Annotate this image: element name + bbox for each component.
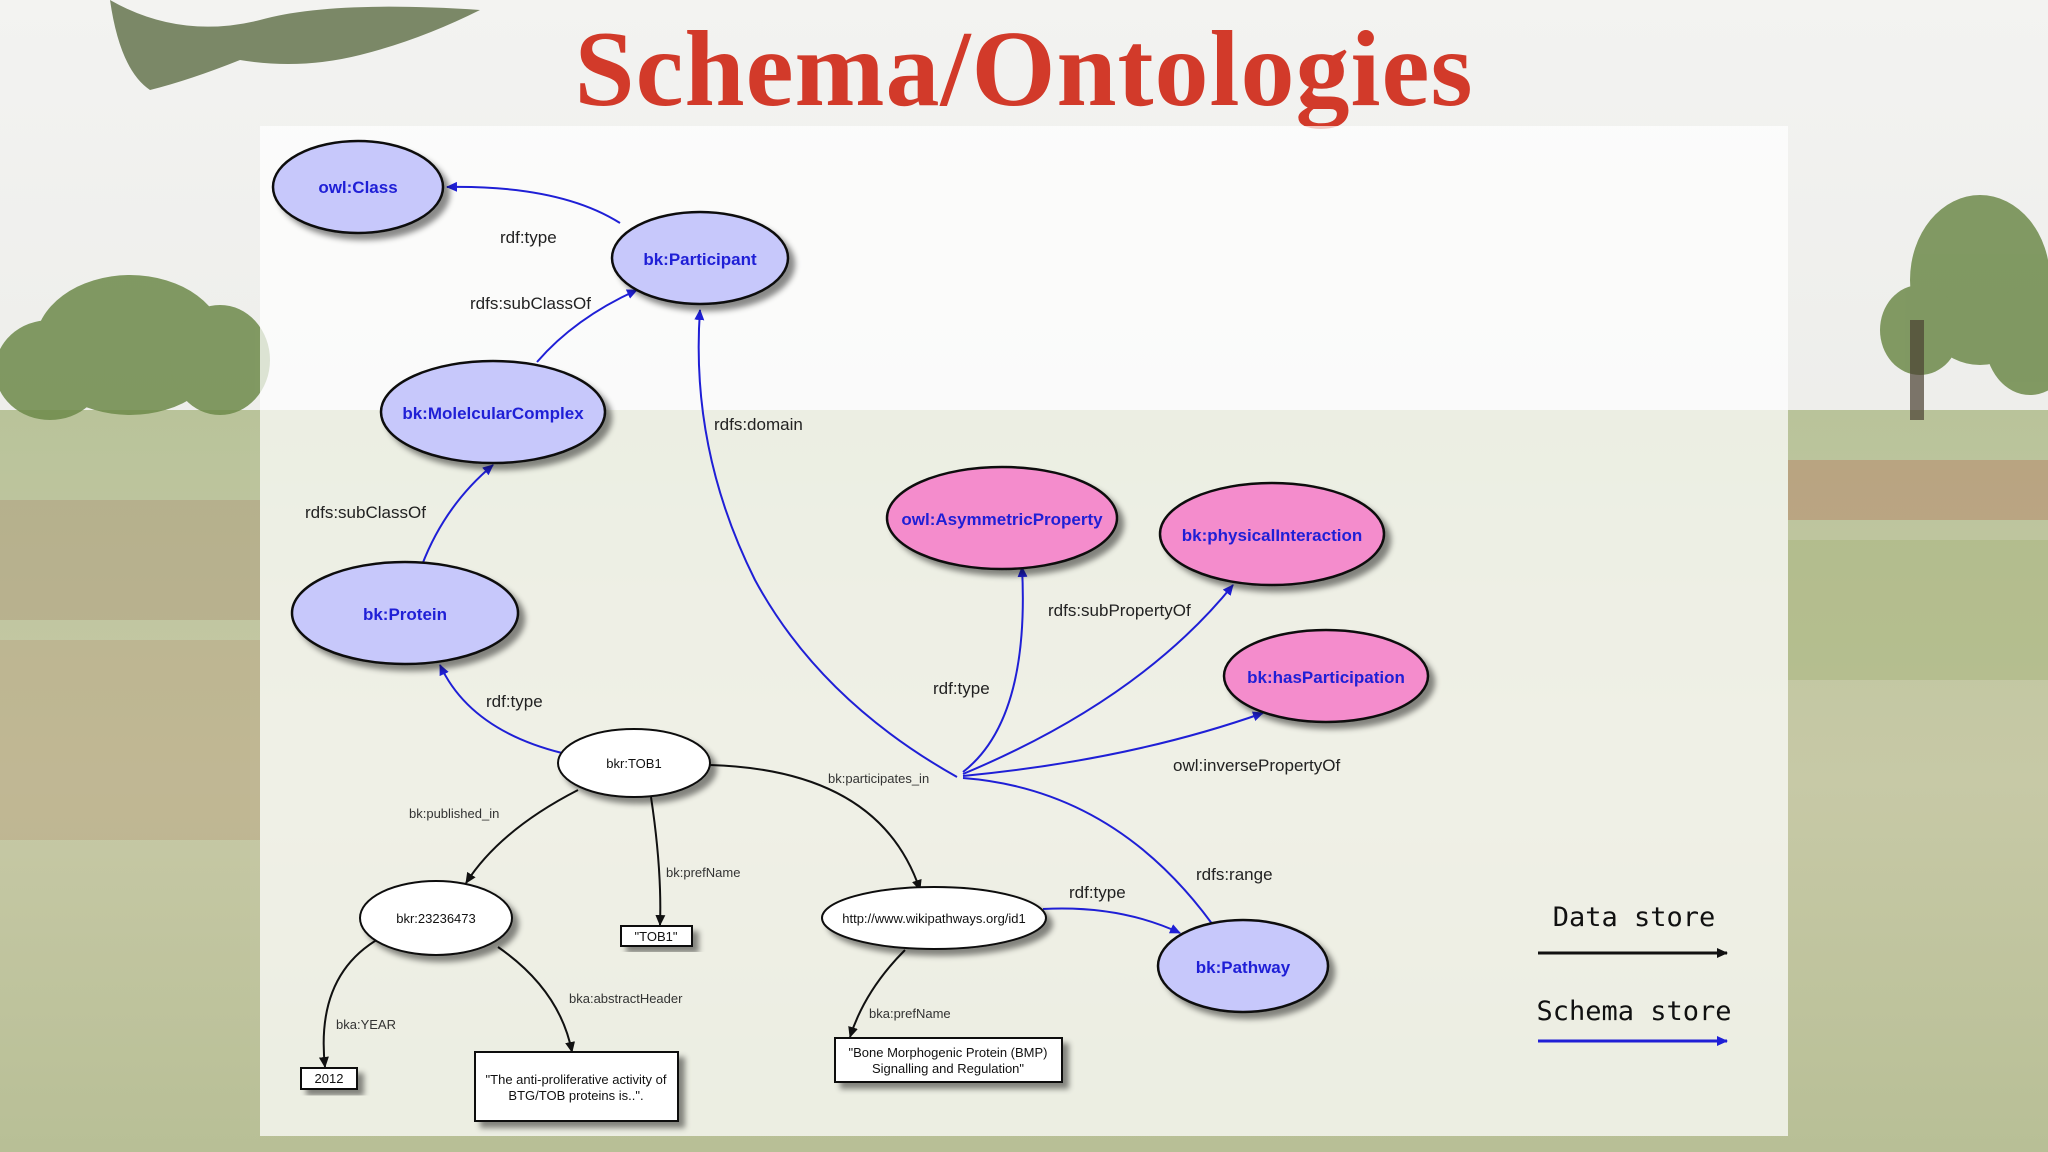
- svg-text:bk:Participant: bk:Participant: [643, 250, 757, 269]
- legend: Data store Schema store: [1536, 902, 1732, 1046]
- edge-range: [962, 777, 1221, 936]
- label-published-in: bk:published_in: [409, 806, 499, 821]
- svg-text:Signalling and Regulation": Signalling and Regulation": [872, 1061, 1024, 1076]
- edge-wiki-to-pathway: [1042, 907, 1181, 934]
- svg-text:"The anti-proliferative activi: "The anti-proliferative activity of: [486, 1072, 667, 1087]
- label-abstract-header: bka:abstractHeader: [569, 991, 683, 1006]
- label-rdf-type-property: rdf:type: [933, 679, 990, 698]
- svg-text:"Bone Morphogenic Protein (BMP: "Bone Morphogenic Protein (BMP): [849, 1045, 1048, 1060]
- svg-text:http://www.wikipathways.org/id: http://www.wikipathways.org/id1: [842, 911, 1026, 926]
- label-subproperty: rdfs:subPropertyOf: [1048, 601, 1191, 620]
- edge-tob1-to-protein: [439, 664, 563, 754]
- slide-title: Schema/Ontologies: [574, 10, 1474, 129]
- node-wikipathways: http://www.wikipathways.org/id1: [821, 886, 1047, 950]
- svg-text:owl:Class: owl:Class: [318, 178, 397, 197]
- edge-subproperty: [962, 584, 1234, 775]
- node-owl-class: owl:Class: [271, 139, 445, 235]
- svg-text:bkr:23236473: bkr:23236473: [396, 911, 476, 926]
- node-pathway: bk:Pathway: [1156, 918, 1330, 1014]
- node-abstract: "The anti-proliferative activity of BTG/…: [474, 1051, 679, 1122]
- node-paper: bkr:23236473: [359, 880, 513, 956]
- svg-text:bk:hasParticipation: bk:hasParticipation: [1247, 668, 1405, 687]
- svg-text:2012: 2012: [315, 1071, 344, 1086]
- node-asymmetric-property: owl:AsymmetricProperty: [885, 465, 1119, 571]
- edge-participates-in: [709, 764, 922, 891]
- schema-diagram: owl:Class bk:Participant bk:MolelcularCo…: [271, 139, 1732, 1122]
- edge-participant-to-owlclass: [446, 181, 621, 224]
- label-domain: rdfs:domain: [714, 415, 803, 434]
- diagram-panel: owl:Class bk:Participant bk:MolelcularCo…: [260, 126, 1788, 1136]
- node-has-participation: bk:hasParticipation: [1222, 628, 1430, 724]
- label-rdf-type-wiki: rdf:type: [1069, 883, 1126, 902]
- edge-published-in: [465, 789, 579, 884]
- label-year: bka:YEAR: [336, 1017, 396, 1032]
- edge-complex-to-participant: [536, 289, 638, 363]
- node-molecular-complex: bk:MolelcularComplex: [379, 359, 607, 465]
- edge-inverse: [962, 711, 1264, 777]
- svg-text:bk:physicalInteraction: bk:physicalInteraction: [1182, 526, 1362, 545]
- svg-text:bk:Protein: bk:Protein: [363, 605, 447, 624]
- svg-text:BTG/TOB proteins is..".: BTG/TOB proteins is..".: [508, 1088, 643, 1103]
- label-range: rdfs:range: [1196, 865, 1273, 884]
- edge-domain: [694, 309, 958, 778]
- svg-text:bk:Pathway: bk:Pathway: [1196, 958, 1291, 977]
- node-participant: bk:Participant: [610, 210, 790, 306]
- label-rdf-type-tob1: rdf:type: [486, 692, 543, 711]
- label-participates-in: bk:participates_in: [828, 771, 929, 786]
- node-pref-tob1: "TOB1": [620, 925, 693, 947]
- svg-text:"TOB1": "TOB1": [635, 929, 678, 944]
- legend-data-store: Data store: [1553, 902, 1716, 933]
- node-year: 2012: [300, 1067, 358, 1090]
- svg-text:bk:MolelcularComplex: bk:MolelcularComplex: [402, 404, 584, 423]
- node-tob1: bkr:TOB1: [557, 728, 711, 798]
- label-subclass-complex: rdfs:subClassOf: [470, 294, 591, 313]
- label-inverse: owl:inversePropertyOf: [1173, 756, 1341, 775]
- label-prefname: bk:prefName: [666, 865, 740, 880]
- edge-prefname: [650, 796, 666, 926]
- edge-protein-to-complex: [421, 464, 494, 566]
- svg-text:bkr:TOB1: bkr:TOB1: [606, 756, 661, 771]
- node-bmp: "Bone Morphogenic Protein (BMP) Signalli…: [834, 1037, 1063, 1083]
- label-rdf-type-participant: rdf:type: [500, 228, 557, 247]
- node-physical-interaction: bk:physicalInteraction: [1158, 481, 1386, 587]
- svg-text:owl:AsymmetricProperty: owl:AsymmetricProperty: [901, 510, 1103, 529]
- legend-schema-store: Schema store: [1536, 996, 1731, 1027]
- edge-abstract: [497, 946, 576, 1053]
- label-bka-prefname: bka:prefName: [869, 1006, 951, 1021]
- edge-property-type: [962, 566, 1028, 773]
- label-subclass-protein: rdfs:subClassOf: [305, 503, 426, 522]
- node-protein: bk:Protein: [290, 560, 520, 666]
- edge-year: [318, 937, 381, 1068]
- edge-bka-prefname: [848, 949, 906, 1038]
